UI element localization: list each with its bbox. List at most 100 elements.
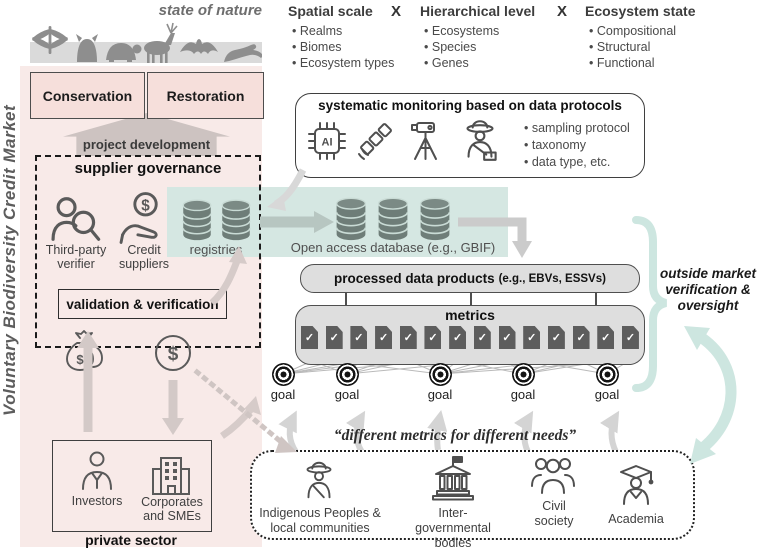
ecosystem-state-list: Compositional Structural Functional	[589, 23, 676, 71]
bat-icon	[180, 39, 218, 54]
corporates-label: Corporates and SMEs	[141, 495, 203, 524]
spatial-scale-title: Spatial scale	[288, 3, 373, 19]
metric-doc-icon: ✓	[325, 326, 343, 349]
deer-icon	[144, 22, 178, 63]
owl-icon	[76, 34, 98, 62]
metric-doc-icon: ✓	[597, 326, 615, 349]
academia-label: Academia	[608, 512, 664, 526]
processed-data-products-box: processed data products (e.g., EBVs, ESS…	[300, 264, 640, 293]
coin-currency: $	[168, 344, 179, 365]
money-bags-icon: $	[60, 328, 110, 378]
metric-doc-icon: ✓	[350, 326, 368, 349]
metric-doc-icon: ✓	[621, 326, 639, 349]
database-cylinder-icon	[333, 196, 369, 242]
intergovernmental-icon	[428, 455, 478, 503]
list-item: Structural	[589, 39, 676, 55]
list-item: Biomes	[292, 39, 394, 55]
intergovernmental-label: Inter-governmental bodies	[415, 506, 491, 550]
registry-cylinder-icon	[219, 198, 253, 242]
goal-target-icon	[511, 363, 535, 386]
market-side-label: Voluntary Biodiversity Credit Market	[0, 104, 19, 416]
metrics-quote: “different metrics for different needs”	[333, 427, 577, 444]
metric-doc-icon: ✓	[547, 326, 565, 349]
goal-target-icon	[335, 363, 359, 386]
goal-label: goal	[334, 387, 360, 402]
metric-doc-icon: ✓	[399, 326, 417, 349]
metric-doc-icon: ✓	[424, 326, 442, 349]
list-item: Ecosystems	[424, 23, 499, 39]
credit-coin-currency: $	[141, 197, 150, 214]
metric-doc-icon: ✓	[301, 326, 318, 349]
ai-chip-label: AI	[322, 137, 333, 149]
civil-society-label: Civil society	[534, 499, 574, 528]
goal-target-icon	[595, 363, 619, 386]
satellite-icon	[352, 117, 400, 165]
survey-instrument-icon	[402, 117, 450, 165]
connector-tick	[470, 293, 472, 305]
goal-item: goal	[416, 363, 464, 402]
civil-society-icon	[528, 453, 578, 499]
monitoring-bullets: sampling protocol taxonomy data type, et…	[524, 120, 630, 171]
goal-item: goal	[259, 363, 307, 402]
list-item: Ecosystem types	[292, 55, 394, 71]
list-item: taxonomy	[524, 137, 630, 154]
list-item: Genes	[424, 55, 499, 71]
metric-doc-icon: ✓	[473, 326, 491, 349]
dragonfly-icon	[32, 26, 68, 54]
registry-cylinder-icon	[180, 198, 214, 242]
supplier-governance-title: supplier governance	[74, 160, 222, 177]
goal-label: goal	[270, 387, 296, 402]
metric-doc-icon: ✓	[375, 326, 393, 349]
dimension-separator: X	[391, 3, 402, 20]
supplier-governance-box	[35, 155, 261, 348]
goal-item: goal	[499, 363, 547, 402]
metric-documents-row: ✓ ✓ ✓ ✓ ✓ ✓ ✓ ✓ ✓ ✓ ✓ ✓ ✓ ✓	[301, 326, 639, 349]
list-item: Functional	[589, 55, 676, 71]
turtle-icon	[106, 43, 142, 62]
spatial-scale-list: Realms Biomes Ecosystem types	[292, 23, 394, 71]
indigenous-peoples-label: Indigenous Peoples & local communities	[259, 506, 381, 535]
dimension-separator: X	[557, 3, 568, 20]
list-item: Compositional	[589, 23, 676, 39]
metric-doc-icon: ✓	[572, 326, 590, 349]
ecosystem-state-title: Ecosystem state	[585, 3, 696, 19]
third-party-verifier-icon	[48, 192, 102, 246]
database-cylinder-icon	[375, 196, 411, 242]
goal-label: goal	[510, 387, 536, 402]
money-bag-currency: $	[76, 352, 84, 367]
database-cylinder-icon	[417, 196, 453, 242]
third-party-verifier-label: Third-party verifier	[45, 243, 107, 272]
goal-target-icon	[271, 363, 295, 386]
ai-chip-icon: AI	[303, 117, 351, 165]
metrics-title: metrics	[445, 307, 495, 323]
goal-item: goal	[323, 363, 371, 402]
metric-doc-icon: ✓	[498, 326, 516, 349]
connector-tick	[595, 293, 597, 305]
goal-target-icon	[428, 363, 452, 386]
credit-suppliers-icon: $	[118, 190, 170, 246]
goal-label: goal	[427, 387, 453, 402]
conservation-box: Conservation	[30, 72, 145, 119]
hierarchical-level-list: Ecosystems Species Genes	[424, 23, 499, 71]
connector-tick	[345, 293, 347, 305]
list-item: Species	[424, 39, 499, 55]
processed-data-products-label: processed data products	[334, 271, 495, 286]
credit-suppliers-label: Credit suppliers	[118, 243, 170, 272]
list-item: data type, etc.	[524, 154, 630, 171]
otter-icon	[224, 44, 262, 62]
metric-doc-icon: ✓	[449, 326, 467, 349]
oversight-exchange-arrow	[684, 326, 737, 464]
dollar-coin-icon: $	[153, 333, 193, 373]
open-access-db-label: Open access database (e.g., GBIF)	[290, 240, 496, 255]
indigenous-peoples-icon	[296, 456, 342, 504]
investors-icon	[73, 447, 121, 493]
state-of-nature-title: state of nature	[158, 2, 262, 19]
animal-silhouettes	[30, 18, 262, 64]
hierarchical-level-title: Hierarchical level	[420, 3, 536, 19]
registries-label: registries	[189, 242, 243, 257]
academia-icon	[613, 459, 659, 509]
list-item: Realms	[292, 23, 394, 39]
goal-label: goal	[594, 387, 620, 402]
validation-verification-box: validation & verification	[58, 289, 227, 319]
